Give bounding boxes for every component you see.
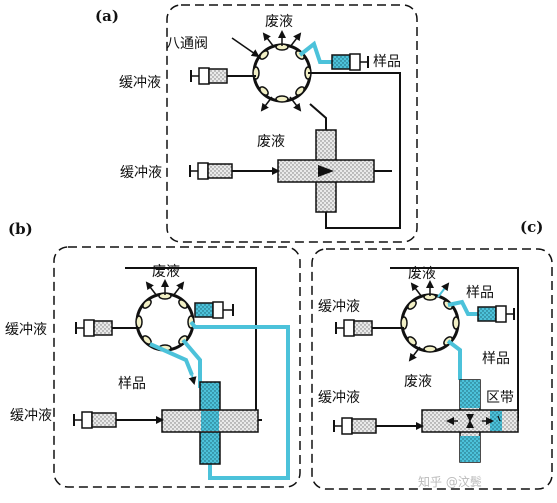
sample-label: 样品 (118, 376, 146, 392)
waste-arrow-low-left (260, 96, 273, 112)
separation-cross (161, 381, 259, 465)
waste-mid-label: 废液 (257, 134, 285, 150)
sample-syringe (477, 305, 515, 323)
buffer-1-label: 缓冲液 (119, 75, 161, 91)
eight-port-valve-label: 八通阀 (166, 36, 208, 52)
buffer-2-label: 缓冲液 (318, 390, 360, 406)
waste-arrow-left (410, 282, 423, 298)
valve-pointer-arrow (231, 37, 260, 58)
panel-b-label: (b) (8, 220, 33, 238)
buffer-1-label: 缓冲液 (318, 299, 360, 315)
separation-cross (277, 129, 375, 213)
zone-label: 区带 (486, 390, 514, 406)
waste-arrow-low-left (408, 346, 421, 362)
waste-mid-label: 废液 (404, 374, 432, 390)
waste-arrow-right (437, 282, 450, 298)
sample-loop-line (189, 320, 290, 480)
buffer-1-syringe (335, 319, 373, 337)
waste-top-label: 废液 (408, 266, 436, 282)
sample-syringe (331, 53, 369, 71)
sample-mid-label: 样品 (482, 351, 510, 367)
waste-arrow-left (145, 281, 158, 297)
buffer-2-syringe (189, 162, 233, 180)
panel-a-label: (a) (95, 7, 119, 25)
sample-line (447, 299, 478, 316)
panel-c: (c) 废液 缓冲液 样品 样品 废液 缓冲液 区带 (311, 218, 553, 490)
buffer-1-syringe (75, 319, 113, 337)
sample-syringe (194, 301, 234, 319)
sample-top-label: 样品 (466, 285, 494, 301)
eight-port-valve (135, 292, 195, 352)
panel-a: (a) 八通阀 废液 样品 缓冲液 废液 缓冲液 (95, 4, 418, 243)
waste-arrow-right (289, 32, 302, 48)
buffer-2-label: 缓冲液 (120, 165, 162, 181)
sample-label: 样品 (373, 54, 401, 70)
waste-arrow-right (172, 281, 185, 297)
sample-inlet-line (181, 338, 202, 388)
panel-b-border (53, 246, 301, 488)
eight-port-valve (252, 43, 312, 103)
loop-line (308, 72, 401, 229)
valve-to-cross-line (446, 339, 462, 380)
panel-b: (b) 废液 缓冲液 样品 缓冲液 (5, 220, 301, 488)
watermark: 知乎 @汶鬓 (418, 474, 482, 489)
cross-to-valve-line (309, 103, 327, 130)
zone-pointer (497, 415, 501, 422)
separation-cross (421, 379, 519, 463)
sample-outlet-line (149, 342, 194, 376)
waste-top-label: 废液 (152, 264, 180, 280)
buffer-2-syringe (333, 417, 377, 435)
waste-top-label: 废液 (265, 14, 293, 30)
buffer-1-label: 缓冲液 (5, 322, 47, 338)
waste-arrow-left (262, 32, 275, 48)
panel-c-label: (c) (520, 218, 543, 236)
panel-c-border (311, 248, 553, 490)
sample-outlet-arrow (188, 374, 197, 385)
top-line (125, 267, 262, 421)
buffer-1-syringe (190, 67, 228, 85)
buffer-2-syringe (73, 411, 117, 429)
buffer-2-label: 缓冲液 (10, 408, 52, 424)
sample-line (298, 40, 332, 64)
waste-arrow-low-right (289, 96, 302, 112)
